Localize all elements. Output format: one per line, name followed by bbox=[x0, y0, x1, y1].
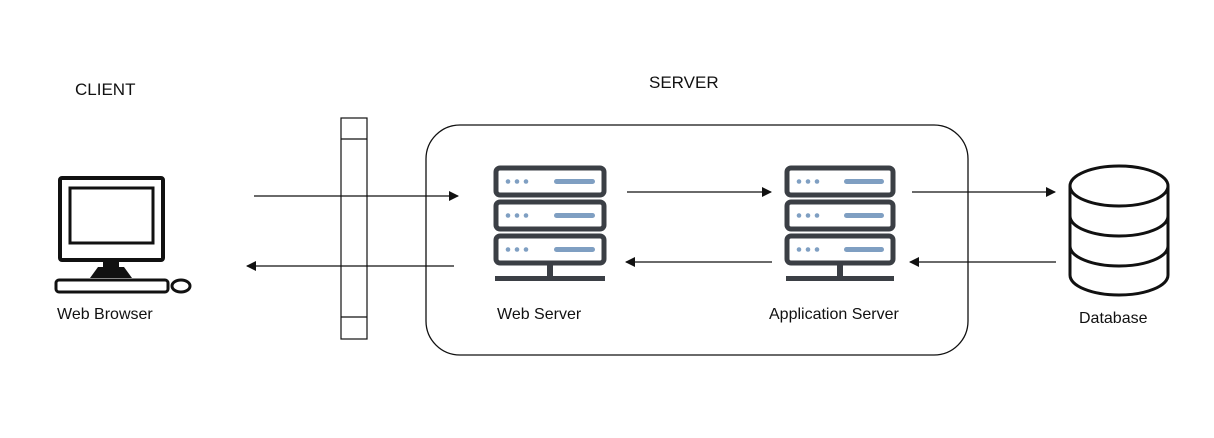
database-label: Database bbox=[1079, 310, 1148, 327]
web-server-label: Web Server bbox=[497, 306, 582, 323]
web-server-rack-icon bbox=[493, 165, 607, 281]
client-section-label: CLIENT bbox=[75, 80, 136, 99]
server-unit bbox=[493, 165, 607, 198]
server-section-label: SERVER bbox=[649, 73, 719, 92]
firewall-icon bbox=[340, 117, 368, 340]
application-server-label: Application Server bbox=[769, 306, 899, 323]
server-unit bbox=[493, 233, 607, 266]
application-server-rack-icon bbox=[784, 165, 896, 281]
server-unit bbox=[784, 199, 896, 232]
server-unit bbox=[493, 199, 607, 232]
server-unit bbox=[784, 233, 896, 266]
database-cylinder-icon bbox=[1068, 164, 1170, 297]
desktop-computer-icon bbox=[54, 176, 192, 294]
server-unit bbox=[784, 165, 896, 198]
web-browser-label: Web Browser bbox=[57, 306, 153, 323]
server-boundary bbox=[425, 124, 969, 356]
